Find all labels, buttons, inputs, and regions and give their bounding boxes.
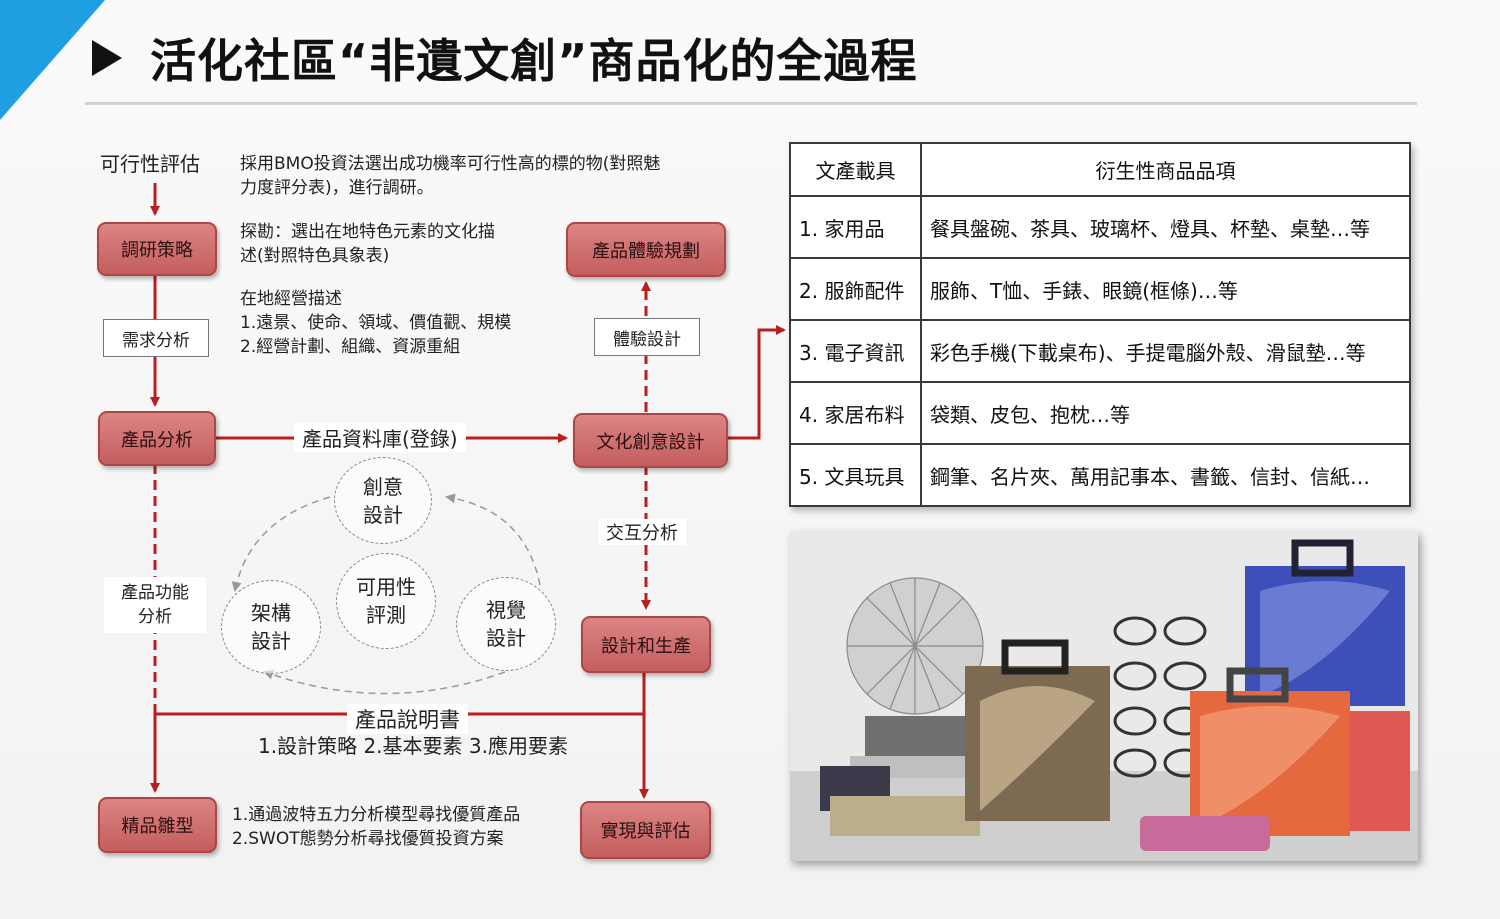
exploration-description: 探勘：選出在地特色元素的文化描 述(對照特色具象表) <box>240 220 495 268</box>
creative-design-circle: 創意 設計 <box>334 457 432 544</box>
architecture-line-2: 設計 <box>251 629 291 653</box>
creative-line-2: 設計 <box>363 502 403 527</box>
usability-test-circle: 可用性 評測 <box>336 553 436 649</box>
visual-line-2: 設計 <box>486 626 526 650</box>
prototype-description: 1.通過波特五力分析模型尋找優質產品 2.SWOT態勢分析尋找優質投資方案 <box>232 803 520 851</box>
table-cell-items: 彩色手機(下載桌布)、手提電腦外殼、滑鼠墊…等 <box>920 319 1411 383</box>
function-analysis-label: 產品功能 分析 <box>104 577 206 633</box>
feasibility-line-2: 力度評分表)，進行調研。 <box>240 178 434 198</box>
cycle-arrow-visual-to-creative <box>445 493 541 586</box>
table-cell-carrier: 3. 電子資訊 <box>789 319 922 383</box>
feasibility-line-1: 採用BMO投資法選出成功機率可行性高的標的物(對照魅 <box>240 154 661 174</box>
local-line-2: 1.遠景、使命、領域、價值觀、規模 <box>240 313 512 333</box>
table-row: 2. 服飾配件服飾、T恤、手錶、眼鏡(框條)…等 <box>789 257 1411 321</box>
prototype-line-1: 1.通過波特五力分析模型尋找優質產品 <box>232 805 521 825</box>
header-derivative-items: 衍生性商品品項 <box>920 142 1411 197</box>
local-line-1: 在地經營描述 <box>240 289 342 309</box>
demand-analysis-label: 需求分析 <box>103 319 209 357</box>
title-divider <box>85 102 1417 105</box>
function-analysis-line-2: 分析 <box>138 607 172 627</box>
usability-line-2: 評測 <box>366 603 406 627</box>
table-row: 3. 電子資訊彩色手機(下載桌布)、手提電腦外殼、滑鼠墊…等 <box>789 319 1411 383</box>
product-photo-illustration <box>790 531 1418 861</box>
product-analysis-node: 產品分析 <box>98 411 216 466</box>
visual-line-1: 視覺 <box>486 598 526 622</box>
local-operation-description: 在地經營描述 1.遠景、使命、領域、價值觀、規模 2.經營計劃、組織、資源重組 <box>240 287 511 359</box>
arrow-cultural-to-table <box>724 325 786 440</box>
header-carrier: 文產載具 <box>789 142 922 197</box>
research-strategy-node: 調研策略 <box>97 222 217 276</box>
feasibility-description: 採用BMO投資法選出成功機率可行性高的標的物(對照魅 力度評分表)，進行調研。 <box>240 152 660 200</box>
table-row: 1. 家用品餐具盤碗、茶具、玻璃杯、燈具、杯墊、桌墊…等 <box>789 195 1411 259</box>
realize-evaluate-node: 實現與評估 <box>580 801 711 859</box>
local-line-3: 2.經營計劃、組織、資源重組 <box>240 337 461 357</box>
exploration-line-1: 探勘：選出在地特色元素的文化描 <box>240 222 495 242</box>
interaction-analysis-label: 交互分析 <box>598 519 686 545</box>
product-manual-items: 1.設計策略 2.基本要素 3.應用要素 <box>258 734 568 758</box>
function-analysis-line-1: 產品功能 <box>121 583 189 603</box>
table-cell-items: 鋼筆、名片夾、萬用記事本、書籤、信封、信紙… <box>920 443 1411 507</box>
architecture-design-circle: 架構 設計 <box>221 580 321 674</box>
prototype-line-2: 2.SWOT態勢分析尋找優質投資方案 <box>232 829 504 849</box>
table-cell-items: 服飾、T恤、手錶、眼鏡(框條)…等 <box>920 257 1411 321</box>
product-photo <box>790 531 1418 861</box>
feasibility-label: 可行性評估 <box>100 152 200 176</box>
boutique-prototype-node: 精品雛型 <box>98 797 217 853</box>
table-row: 5. 文具玩具鋼筆、名片夾、萬用記事本、書籤、信封、信紙… <box>789 443 1411 507</box>
product-database-label: 產品資料庫(登錄) <box>294 423 466 452</box>
cycle-arrow-creative-to-architecture <box>231 496 331 592</box>
corner-accent <box>0 0 105 120</box>
cultural-creative-design-node: 文化創意設計 <box>573 413 728 468</box>
title-bullet-icon <box>92 40 122 76</box>
experience-planning-node: 產品體驗規劃 <box>566 222 726 277</box>
table-cell-items: 袋類、皮包、抱枕…等 <box>920 381 1411 445</box>
title-row: 活化社區“非遺文創”商品化的全過程 <box>92 28 917 88</box>
design-production-node: 設計和生產 <box>581 616 711 673</box>
table-row: 4. 家居布料袋類、皮包、抱枕…等 <box>789 381 1411 445</box>
architecture-line-1: 架構 <box>251 601 291 625</box>
cycle-arrow-bottom <box>263 669 506 695</box>
experience-design-label: 體驗設計 <box>594 318 700 356</box>
table-header-row: 文產載具 衍生性商品品項 <box>789 142 1411 197</box>
table-cell-carrier: 2. 服飾配件 <box>789 257 922 321</box>
page-title: 活化社區“非遺文創”商品化的全過程 <box>150 34 918 88</box>
table-cell-items: 餐具盤碗、茶具、玻璃杯、燈具、杯墊、桌墊…等 <box>920 195 1411 259</box>
table-cell-carrier: 4. 家居布料 <box>789 381 922 445</box>
derivative-products-table: 文產載具 衍生性商品品項 1. 家用品餐具盤碗、茶具、玻璃杯、燈具、杯墊、桌墊…… <box>789 142 1411 507</box>
visual-design-circle: 視覺 設計 <box>456 577 556 671</box>
table-cell-carrier: 1. 家用品 <box>789 195 922 259</box>
product-manual-title: 產品說明書 <box>347 704 468 734</box>
table-cell-carrier: 5. 文具玩具 <box>789 443 922 507</box>
exploration-line-2: 述(對照特色具象表) <box>240 246 390 266</box>
usability-line-1: 可用性 <box>356 575 416 599</box>
creative-line-1: 創意 <box>363 474 403 499</box>
